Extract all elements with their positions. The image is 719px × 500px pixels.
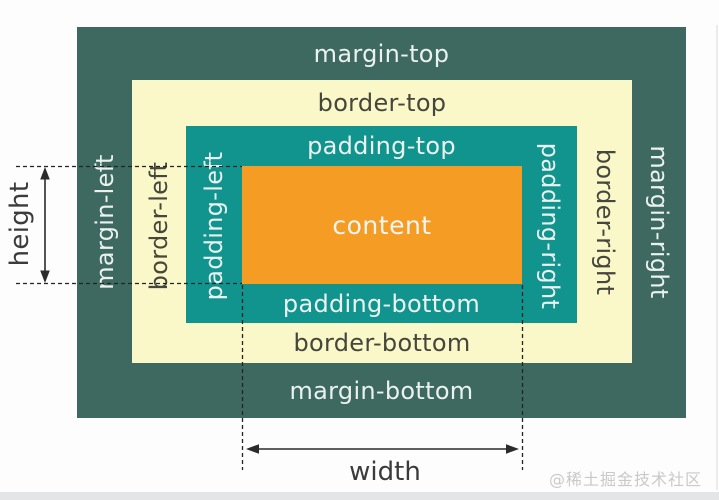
height-measure-label: height xyxy=(5,181,35,267)
margin-bottom-label: margin-bottom xyxy=(289,376,474,405)
page-bottom-strip xyxy=(0,492,719,500)
content-label: content xyxy=(332,210,432,240)
margin-left-label: margin-left xyxy=(91,154,119,290)
page-right-edge xyxy=(716,25,718,490)
padding-bottom-label: padding-bottom xyxy=(282,289,481,318)
padding-left-label: padding-left xyxy=(200,151,228,301)
watermark-text: @稀土掘金技术社区 xyxy=(548,470,702,489)
height-arrow-down-head xyxy=(40,270,50,283)
margin-right-label: margin-right xyxy=(645,145,673,299)
width-arrow-right-head xyxy=(506,444,519,454)
height-arrow-up-head xyxy=(40,167,50,180)
margin-top-label: margin-top xyxy=(313,39,450,68)
padding-top-label: padding-top xyxy=(307,132,456,160)
border-bottom-label: border-bottom xyxy=(293,329,471,357)
content-area: content xyxy=(242,166,522,284)
padding-right-label: padding-right xyxy=(536,142,564,310)
width-measure-label: width xyxy=(349,457,421,487)
width-arrow-left-head xyxy=(246,444,259,454)
border-top-label: border-top xyxy=(317,89,447,117)
border-right-label: border-right xyxy=(591,148,619,296)
border-left-label: border-left xyxy=(145,161,173,291)
